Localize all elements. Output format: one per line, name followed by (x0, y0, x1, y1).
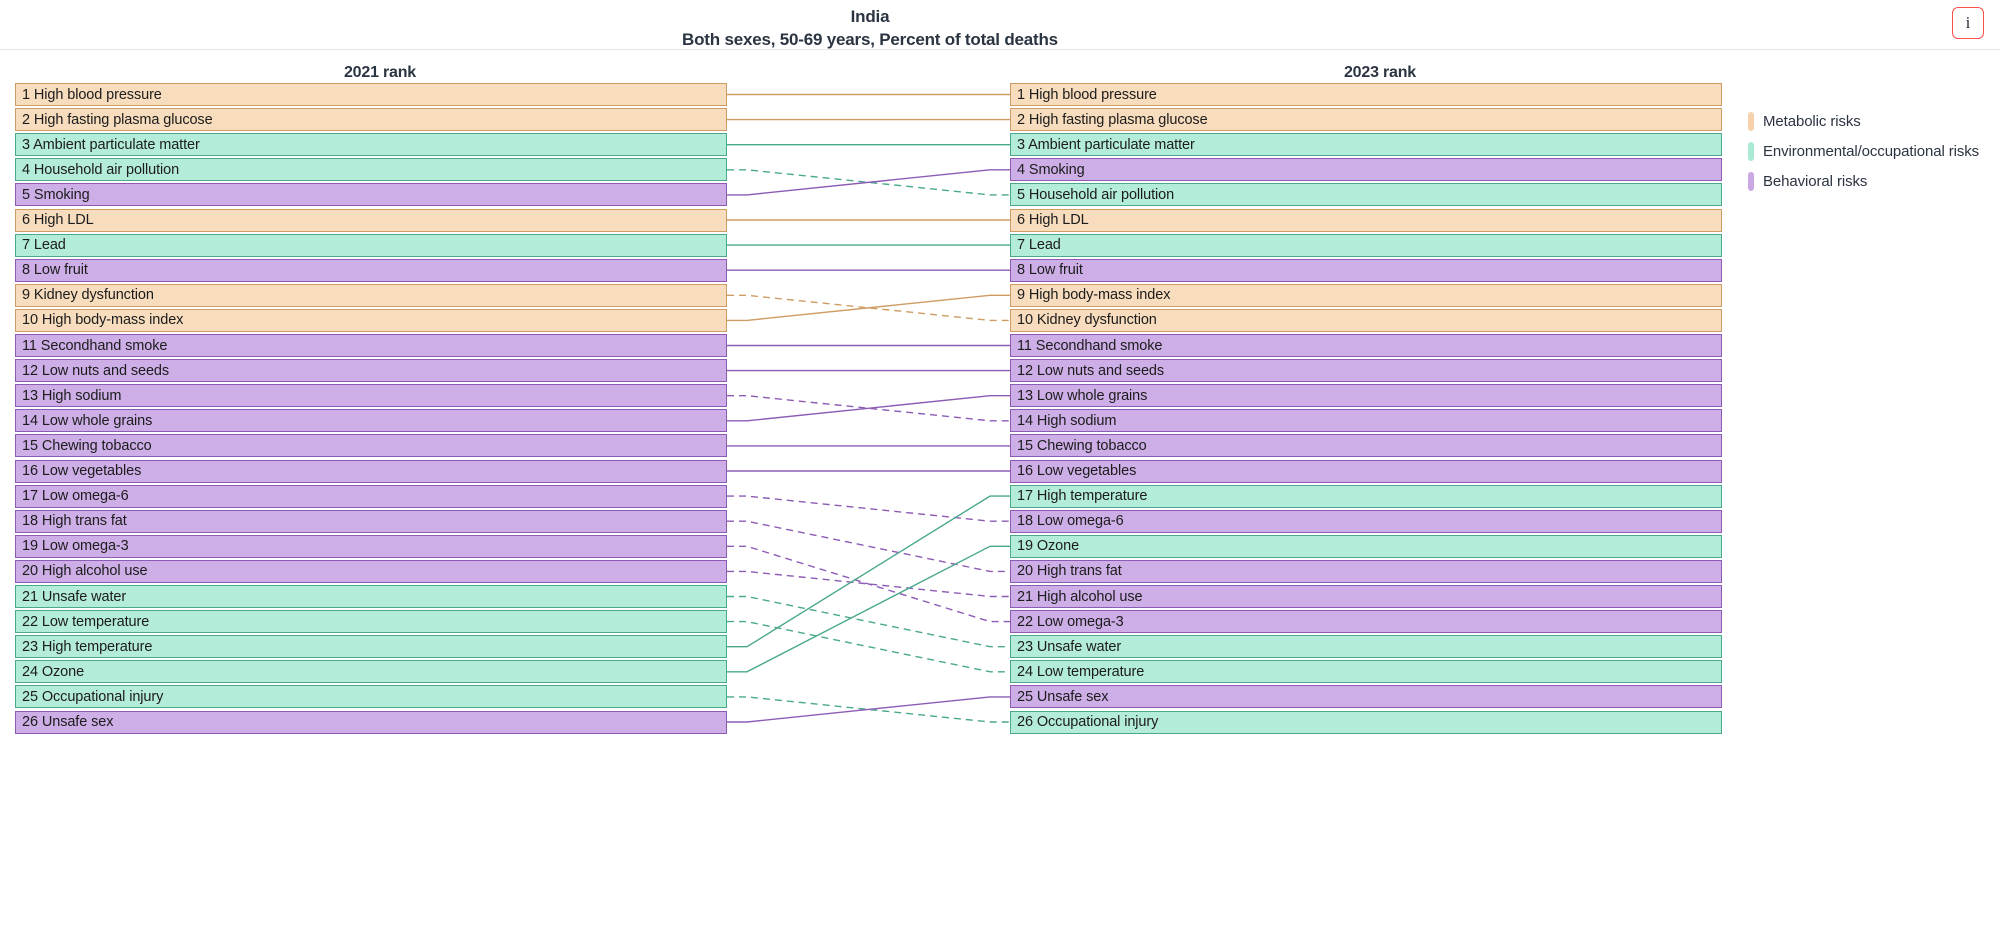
bump-link (727, 169, 1010, 196)
rank-item-right[interactable]: 16 Low vegetables (1010, 459, 1722, 483)
rank-item-right[interactable]: 20 High trans fat (1010, 559, 1722, 583)
rank-item-left[interactable]: 25 Occupational injury (15, 685, 727, 709)
bump-link (727, 696, 1010, 723)
rank-item-right[interactable]: 7 Lead (1010, 233, 1722, 257)
rank-item-left[interactable]: 18 High trans fat (15, 509, 727, 533)
legend-label: Metabolic risks (1763, 112, 1861, 130)
rank-item-left[interactable]: 3 Ambient particulate matter (15, 133, 727, 157)
column-header-left: 2021 rank (343, 64, 417, 81)
rank-item-left[interactable]: 11 Secondhand smoke (15, 334, 727, 357)
rank-item-right[interactable]: 3 Ambient particulate matter (1010, 133, 1722, 157)
bump-link (727, 595, 1010, 648)
rank-item-left[interactable]: 16 Low vegetables (15, 459, 727, 483)
rank-item-left[interactable]: 21 Unsafe water (15, 585, 727, 608)
rank-item-right[interactable]: 4 Smoking (1010, 158, 1722, 182)
rank-item-right[interactable]: 26 Occupational injury (1010, 710, 1722, 734)
top-bar: India Both sexes, 50-69 years, Percent o… (0, 0, 2000, 50)
legend-label: Behavioral risks (1763, 172, 1868, 190)
rank-item-right[interactable]: 14 High sodium (1010, 409, 1722, 433)
bump-link (727, 545, 1010, 673)
bump-link (727, 294, 1010, 322)
rank-item-left[interactable]: 13 High sodium (15, 384, 727, 408)
page-title: India (850, 7, 890, 26)
bump-link (727, 495, 1010, 648)
rank-item-left[interactable]: 1 High blood pressure (15, 83, 727, 106)
rank-item-left[interactable]: 7 Lead (15, 233, 727, 257)
rank-item-right[interactable]: 22 Low omega-3 (1010, 610, 1722, 634)
bump-link (727, 169, 1010, 196)
rank-item-left[interactable]: 20 High alcohol use (15, 559, 727, 583)
rank-item-right[interactable]: 8 Low fruit (1010, 258, 1722, 282)
info-icon[interactable]: i (1952, 7, 1984, 39)
bump-link (727, 520, 1010, 573)
legend-item[interactable]: Behavioral risks (1748, 166, 1979, 196)
title-block: India Both sexes, 50-69 years, Percent o… (0, 6, 1740, 52)
rank-item-right[interactable]: 21 High alcohol use (1010, 585, 1722, 608)
bump-link (727, 570, 1010, 598)
rank-item-left[interactable]: 9 Kidney dysfunction (15, 283, 727, 307)
legend-item[interactable]: Environmental/occupational risks (1748, 136, 1979, 166)
legend-item[interactable]: Metabolic risks (1748, 106, 1979, 136)
bump-link (727, 395, 1010, 422)
rank-item-right[interactable]: 19 Ozone (1010, 534, 1722, 558)
rank-item-right[interactable]: 10 Kidney dysfunction (1010, 308, 1722, 332)
legend-swatch-behavioral-icon (1748, 171, 1754, 191)
bump-link (727, 696, 1010, 723)
bump-link (727, 294, 1010, 322)
rank-item-right[interactable]: 24 Low temperature (1010, 660, 1722, 684)
rank-item-left[interactable]: 12 Low nuts and seeds (15, 359, 727, 383)
rank-item-left[interactable]: 23 High temperature (15, 635, 727, 659)
rank-item-right[interactable]: 6 High LDL (1010, 208, 1722, 232)
rank-item-left[interactable]: 14 Low whole grains (15, 409, 727, 433)
rank-item-left[interactable]: 8 Low fruit (15, 258, 727, 282)
bump-link (727, 620, 1010, 673)
page-subtitle: Both sexes, 50-69 years, Percent of tota… (682, 30, 1058, 49)
legend-swatch-environmental-icon (1748, 141, 1754, 161)
rank-item-left[interactable]: 24 Ozone (15, 660, 727, 684)
rank-item-right[interactable]: 5 Household air pollution (1010, 183, 1722, 207)
rank-item-right[interactable]: 25 Unsafe sex (1010, 685, 1722, 709)
rank-item-left[interactable]: 2 High fasting plasma glucose (15, 108, 727, 132)
rank-item-left[interactable]: 15 Chewing tobacco (15, 434, 727, 458)
rank-item-left[interactable]: 26 Unsafe sex (15, 710, 727, 734)
rank-item-right[interactable]: 15 Chewing tobacco (1010, 434, 1722, 458)
legend-swatch-metabolic-icon (1748, 111, 1754, 131)
rank-item-left[interactable]: 17 Low omega-6 (15, 484, 727, 508)
rank-item-left[interactable]: 22 Low temperature (15, 610, 727, 634)
rank-item-left[interactable]: 10 High body-mass index (15, 308, 727, 332)
column-header-right: 2023 rank (1343, 64, 1417, 81)
bump-link (727, 495, 1010, 522)
bump-link (727, 545, 1010, 623)
rank-item-right[interactable]: 18 Low omega-6 (1010, 509, 1722, 533)
rank-item-right[interactable]: 1 High blood pressure (1010, 83, 1722, 106)
rank-item-left[interactable]: 6 High LDL (15, 208, 727, 232)
rank-item-right[interactable]: 2 High fasting plasma glucose (1010, 108, 1722, 132)
rank-item-right[interactable]: 13 Low whole grains (1010, 384, 1722, 408)
rank-item-right[interactable]: 12 Low nuts and seeds (1010, 359, 1722, 383)
legend-label: Environmental/occupational risks (1763, 142, 1980, 160)
rank-item-left[interactable]: 5 Smoking (15, 183, 727, 207)
rank-item-right[interactable]: 17 High temperature (1010, 484, 1722, 508)
bump-link (727, 395, 1010, 422)
rank-item-right[interactable]: 11 Secondhand smoke (1010, 334, 1722, 357)
rank-item-right[interactable]: 9 High body-mass index (1010, 283, 1722, 307)
rank-item-left[interactable]: 19 Low omega-3 (15, 534, 727, 558)
rank-item-left[interactable]: 4 Household air pollution (15, 158, 727, 182)
rank-item-right[interactable]: 23 Unsafe water (1010, 635, 1722, 659)
